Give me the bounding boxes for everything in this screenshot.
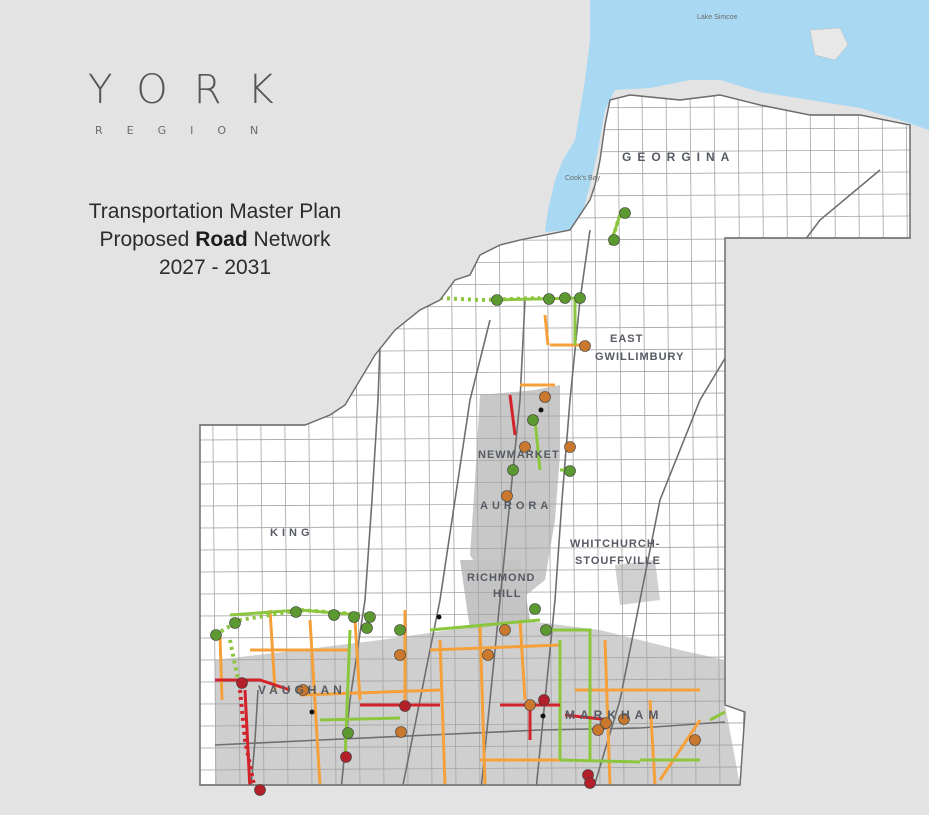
project-marker[interactable] bbox=[254, 784, 266, 796]
concession-road bbox=[665, 95, 673, 785]
map-title-line1: Transportation Master Plan bbox=[88, 200, 342, 223]
project-marker[interactable] bbox=[579, 340, 591, 352]
project-marker[interactable] bbox=[600, 717, 612, 729]
region-outline bbox=[199, 94, 911, 786]
point-marker[interactable] bbox=[540, 713, 546, 719]
project-marker[interactable] bbox=[328, 609, 340, 621]
label-hill: HILL bbox=[493, 588, 522, 600]
label-lake-simcoe: Lake Simcoe bbox=[697, 14, 738, 21]
project-marker[interactable] bbox=[584, 777, 596, 789]
highway-400 bbox=[339, 344, 381, 785]
highway-48 bbox=[589, 169, 881, 785]
project-marker[interactable] bbox=[543, 293, 555, 305]
project-marker[interactable] bbox=[540, 624, 552, 636]
project-markers[interactable] bbox=[210, 207, 701, 796]
label-gwillimbury: GWILLIMBURY bbox=[595, 351, 685, 363]
project-marker[interactable] bbox=[539, 391, 551, 403]
map-title-line2-bold: Road bbox=[195, 228, 248, 251]
proposed-roads-orange bbox=[218, 314, 702, 785]
project-marker[interactable] bbox=[290, 606, 302, 618]
map-title: Transportation Master Plan Proposed Road… bbox=[60, 198, 370, 282]
label-whitchurch: WHITCHURCH- bbox=[570, 538, 661, 550]
project-marker[interactable] bbox=[559, 292, 571, 304]
project-marker[interactable] bbox=[507, 464, 519, 476]
urban-area-stouffville bbox=[615, 560, 660, 605]
project-marker[interactable] bbox=[297, 684, 309, 696]
project-marker[interactable] bbox=[361, 622, 373, 634]
brand-york: YORK bbox=[88, 67, 300, 113]
label-newmarket: NEWMARKET bbox=[478, 449, 560, 461]
project-marker[interactable] bbox=[618, 713, 630, 725]
label-east: EAST bbox=[610, 333, 644, 345]
label-stouffville: STOUFFVILLE bbox=[575, 555, 661, 567]
lake-island bbox=[809, 27, 849, 61]
label-cooks-bay: Cook's Bay bbox=[565, 175, 601, 182]
major-roads bbox=[214, 169, 881, 785]
project-marker[interactable] bbox=[482, 649, 494, 661]
concession-road bbox=[593, 95, 601, 785]
concession-road bbox=[689, 95, 697, 785]
project-marker[interactable] bbox=[399, 700, 411, 712]
label-king: KING bbox=[270, 527, 314, 539]
highway-407 bbox=[214, 721, 726, 746]
project-marker[interactable] bbox=[491, 294, 503, 306]
project-marker[interactable] bbox=[538, 694, 550, 706]
map-title-line3: 2027 - 2031 bbox=[158, 256, 272, 279]
project-marker[interactable] bbox=[394, 624, 406, 636]
project-marker[interactable] bbox=[564, 441, 576, 453]
project-marker[interactable] bbox=[340, 751, 352, 763]
point-marker[interactable] bbox=[538, 407, 544, 413]
rail-line bbox=[399, 319, 491, 785]
project-marker[interactable] bbox=[524, 699, 536, 711]
brand-region: REGION bbox=[95, 124, 283, 137]
project-marker[interactable] bbox=[608, 234, 620, 246]
label-richmond: RICHMOND bbox=[467, 572, 536, 584]
concession-road bbox=[641, 95, 649, 785]
project-marker[interactable] bbox=[236, 677, 248, 689]
project-marker[interactable] bbox=[574, 292, 586, 304]
map-title-line2: Proposed Road Network bbox=[60, 226, 370, 254]
concession-road bbox=[713, 95, 721, 785]
project-marker[interactable] bbox=[364, 611, 376, 623]
map-title-line2-suffix: Network bbox=[247, 228, 331, 251]
label-vaughan: VAUGHAN bbox=[258, 683, 346, 697]
highway-427 bbox=[249, 689, 259, 785]
project-marker[interactable] bbox=[592, 724, 604, 736]
project-marker[interactable] bbox=[689, 734, 701, 746]
label-markham: MARKHAM bbox=[565, 708, 664, 722]
project-marker[interactable] bbox=[529, 603, 541, 615]
project-marker[interactable] bbox=[499, 624, 511, 636]
project-marker[interactable] bbox=[619, 207, 631, 219]
project-marker[interactable] bbox=[394, 649, 406, 661]
label-aurora: AURORA bbox=[480, 500, 553, 512]
project-marker[interactable] bbox=[342, 727, 354, 739]
project-marker[interactable] bbox=[564, 465, 576, 477]
project-marker[interactable] bbox=[527, 414, 539, 426]
project-marker[interactable] bbox=[395, 726, 407, 738]
project-marker[interactable] bbox=[348, 611, 360, 623]
urban-area-richmond-hill bbox=[460, 560, 530, 630]
concession-road bbox=[617, 95, 625, 785]
map-title-line2-prefix: Proposed bbox=[99, 228, 196, 251]
project-marker[interactable] bbox=[501, 490, 513, 502]
point-marker[interactable] bbox=[309, 709, 315, 715]
label-georgina: GEORGINA bbox=[622, 150, 736, 164]
point-marker[interactable] bbox=[436, 614, 442, 620]
project-marker[interactable] bbox=[519, 441, 531, 453]
yonge-street bbox=[479, 299, 526, 785]
project-marker[interactable] bbox=[210, 629, 222, 641]
project-marker[interactable] bbox=[229, 617, 241, 629]
